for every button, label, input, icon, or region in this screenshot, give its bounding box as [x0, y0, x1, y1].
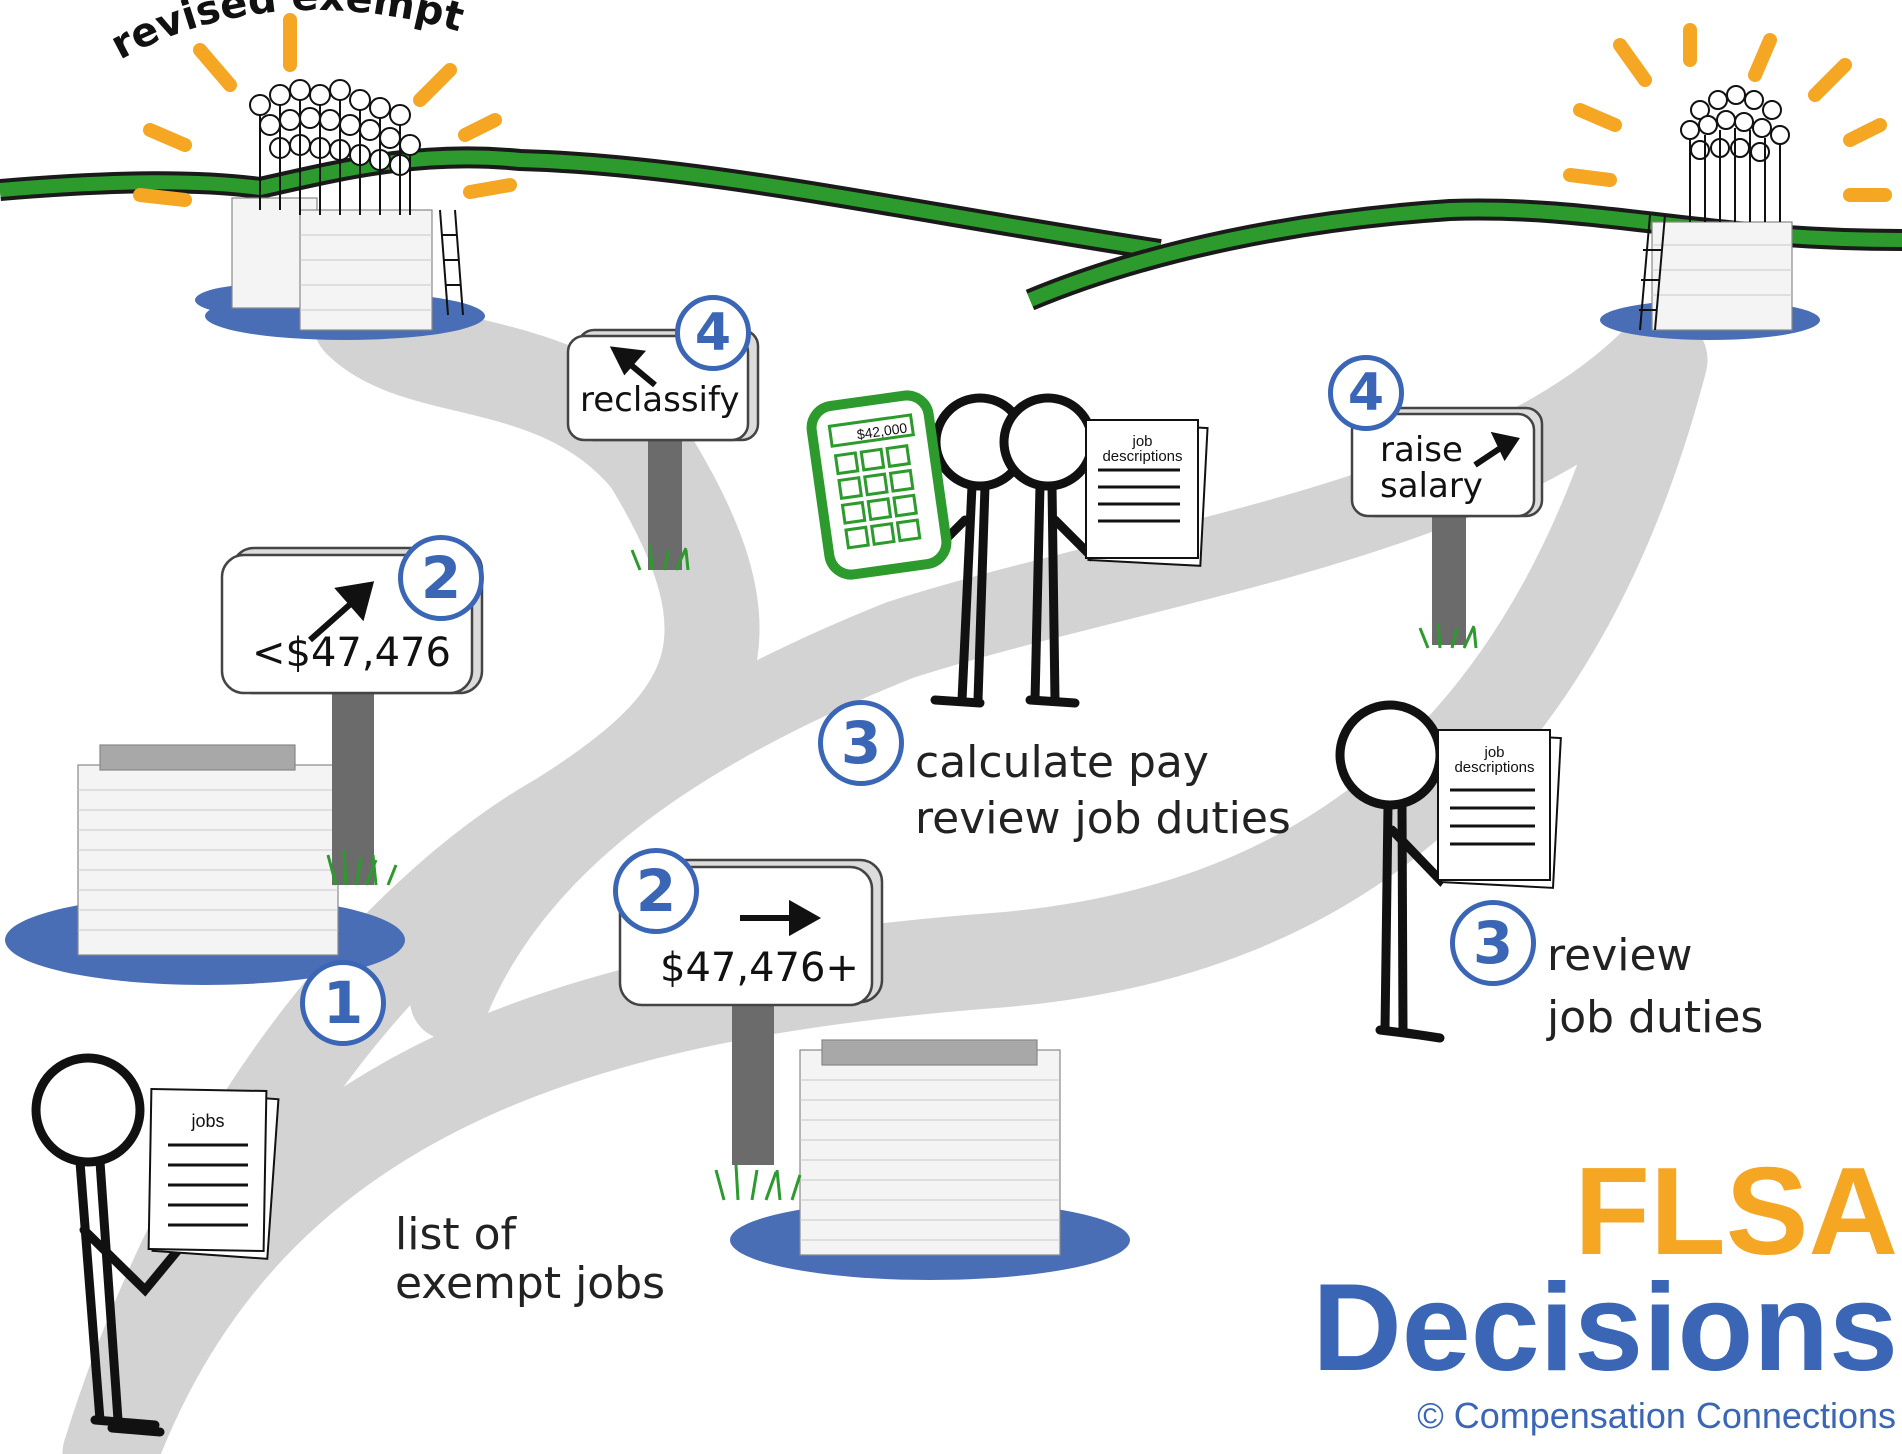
ladder-left — [439, 209, 464, 316]
job-desc-paper-title-a: job descriptions — [1095, 434, 1190, 464]
sign-raise-salary-line1: raise — [1380, 430, 1463, 470]
sign-arrows — [308, 346, 1520, 937]
job-desc-b-line2: descriptions — [1454, 759, 1535, 776]
step4-right-number-badge: 4 — [1328, 355, 1404, 431]
paper-jobs — [147, 1088, 280, 1260]
brand-title: FLSA Decisions — [1312, 1150, 1898, 1390]
step2-right-number-badge: 2 — [613, 848, 699, 934]
copyright-text: © Compensation Connections — [1417, 1395, 1896, 1436]
paper-job-desc-pair — [1085, 419, 1209, 567]
job-desc-line1: job — [1132, 433, 1153, 450]
paper-job-desc-right — [1437, 729, 1562, 889]
sun-rays-left — [133, 13, 517, 207]
figure-step3-right — [1335, 700, 1475, 1043]
step3-middle-label-line1: calculate pay — [915, 737, 1209, 788]
stack-lines — [78, 234, 1792, 1241]
svg-text:revised exempt: revised exempt — [103, 0, 468, 69]
calculator — [806, 390, 952, 580]
step3-middle-label: calculate pay review job duties — [915, 735, 1291, 848]
sign-over-threshold: $47,476+ — [660, 945, 859, 991]
step3-right-label-line2: job duties — [1547, 991, 1764, 1043]
crowd-left — [249, 79, 421, 215]
arc-title-text: revised exempt — [103, 0, 468, 69]
step2-left-number-badge: 2 — [398, 535, 484, 621]
step3-middle-number-badge: 3 — [818, 700, 904, 786]
step3-right-number-badge: 3 — [1450, 900, 1536, 986]
arc-title: revised exempt — [103, 0, 468, 69]
sign-raise-salary: raise salary — [1380, 430, 1483, 506]
job-desc-paper-title-b: job descriptions — [1447, 745, 1542, 775]
job-desc-line2: descriptions — [1102, 448, 1183, 465]
job-desc-b-line1: job — [1484, 744, 1505, 761]
step3-middle-label-line2: review job duties — [915, 793, 1291, 845]
step4-left-number-badge: 4 — [675, 295, 751, 371]
step3-right-label: review job duties — [1547, 925, 1763, 1048]
jobs-paper-title: jobs — [191, 1111, 225, 1131]
brand-flsa: FLSA — [1574, 1143, 1898, 1281]
figure-step1 — [31, 1053, 183, 1437]
step1-label: list of exempt jobs — [395, 1210, 665, 1309]
brand-decisions: Decisions — [1312, 1259, 1898, 1397]
step3-right-label-line1: review — [1547, 930, 1693, 981]
sign-under-threshold: <$47,476 — [252, 630, 451, 676]
step1-label-line1: list of — [395, 1209, 517, 1260]
crowd-right — [1639, 85, 1790, 331]
grass-tufts — [326, 544, 1478, 1201]
sun-rays-right — [1563, 23, 1892, 202]
sign-reclassify: reclassify — [580, 380, 740, 420]
step1-label-line2: exempt jobs — [395, 1258, 666, 1310]
sign-raise-salary-line2: salary — [1380, 465, 1483, 506]
sign-posts — [332, 430, 1466, 1165]
step1-number-badge: 1 — [300, 960, 386, 1046]
